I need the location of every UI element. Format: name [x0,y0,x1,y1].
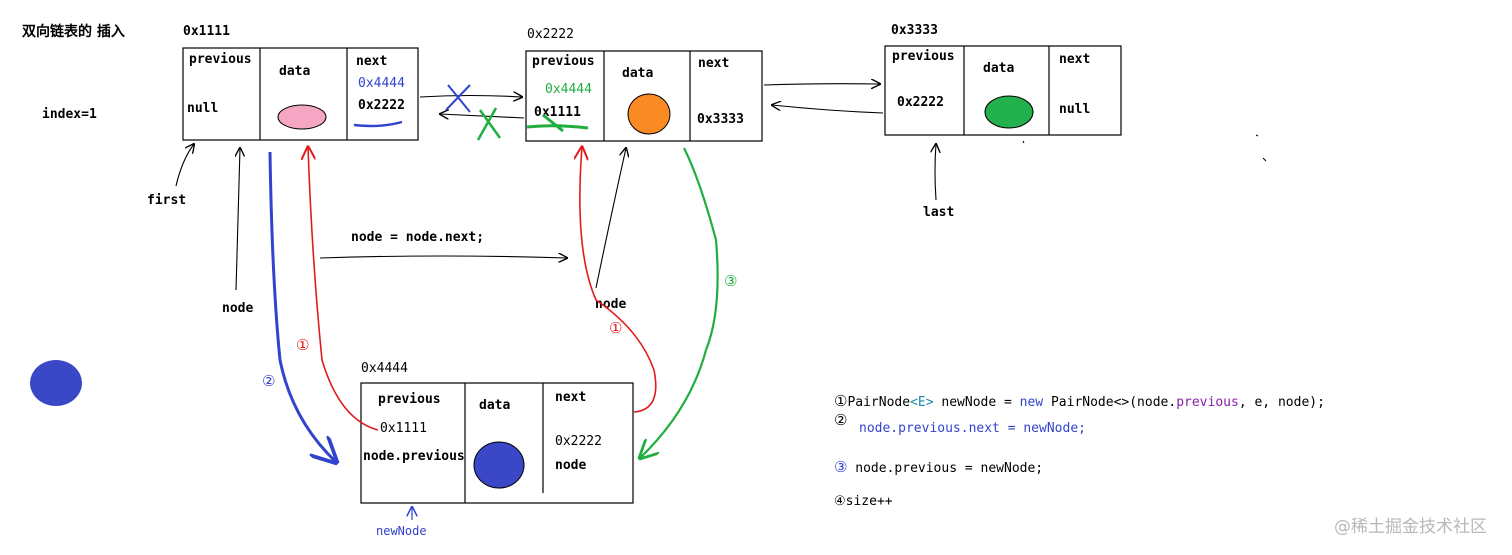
node-pointer-1 [236,148,240,291]
last-pointer [935,144,936,201]
node-pointer-2 [595,148,626,289]
node1-previous-label: previous [189,52,252,67]
node4-data-label: data [479,398,510,413]
node-label-1: node [222,301,253,316]
stray-marks [985,45,1267,162]
watermark: @稀土掘金技术社区 [1334,517,1487,537]
node3-next-label: next [1059,52,1090,67]
arrow-node1-to-node2 [419,96,522,98]
black-links: first node node node = node.next; last n… [147,84,954,538]
code-1-ctor: PairNode<>(node. [1043,395,1176,410]
step1-red-arrows: ① ① [296,147,657,431]
node1-address: 0x1111 [183,24,230,39]
node3-data-ellipse [984,95,1034,129]
node2-previous-strike [526,113,589,133]
node-0x2222: 0x2222 previous 0x4444 0x1111 data next … [525,27,763,142]
node4-next-expr: node [555,458,586,473]
blue-mark-2: ② [262,372,275,390]
node2-next-label: next [698,56,729,71]
node2-next-value: 0x3333 [697,112,744,127]
code-line-3: ③ node.previous = newNode; [834,458,1043,476]
code-1-args: , e, node); [1239,395,1325,410]
node3-previous-label: previous [892,49,955,64]
code-line-1: ①PairNode<E> newNode = new PairNode<>(no… [834,392,1325,410]
node4-previous-label: previous [378,392,441,407]
newnode-label: newNode [376,524,427,538]
code-1-assign: newNode = [934,395,1020,410]
node2-address: 0x2222 [527,27,574,42]
diagram-title: 双向链表的 插入 [22,23,125,40]
code-line-2: node.previous.next = newNode; [859,421,1086,436]
move-arrow [319,256,567,258]
arrow-node2-to-node3 [763,84,880,85]
node2-data-ellipse [627,93,671,135]
node4-address: 0x4444 [361,361,408,376]
move-statement: node = node.next; [351,230,484,245]
free-blue-dot [30,360,82,406]
first-pointer [175,144,194,187]
node1-data-ellipse [277,104,327,130]
last-label: last [923,205,954,220]
step2-blue-arrow: ② [262,151,336,462]
cross-blue [445,84,471,113]
node2-previous-label: previous [532,54,595,69]
blue-arrow [268,151,336,462]
code-1-num: ① [834,392,847,410]
node-label-2: node [595,297,626,312]
node3-data-label: data [983,61,1014,76]
code-1-generic: <E> [910,395,934,410]
node4-data-ellipse [473,441,525,489]
code-block: ①PairNode<E> newNode = new PairNode<>(no… [834,392,1325,509]
node4-next-label: next [555,390,586,405]
green-arrow [640,147,719,458]
node2-data-label: data [622,66,653,81]
node-0x1111: 0x1111 previous null data next 0x4444 0x… [182,24,419,141]
node3-previous-value: 0x2222 [897,95,944,110]
first-label: first [147,193,186,208]
node3-next-value: null [1059,102,1090,117]
index-label: index=1 [42,107,97,122]
code-line-4: ④size++ [834,494,893,509]
arrow-node3-to-node2 [772,105,884,114]
node3-address: 0x3333 [891,23,938,38]
code-1-type: PairNode [847,395,910,410]
red-mark-1b: ① [609,319,622,337]
code-2-num: ② [834,411,847,429]
node4-previous-expr: node.previous [363,449,465,464]
node1-previous-value: null [187,101,218,116]
node2-previous-old: 0x1111 [534,105,581,120]
arrow-node2-to-node1 [440,114,525,118]
red-arrow-next [580,147,657,413]
node1-next-old: 0x2222 [358,98,405,113]
node1-next-new: 0x4444 [358,76,405,91]
node1-next-strike [353,120,403,128]
code-1-field: previous [1176,395,1239,410]
node-0x4444: 0x4444 previous 0x1111 node.previous dat… [360,361,634,504]
node1-data-label: data [279,64,310,79]
node2-previous-new: 0x4444 [545,82,592,97]
node4-previous-value: 0x1111 [380,421,427,436]
step3-green-arrow: ③ [640,147,737,458]
node1-next-label: next [356,54,387,69]
code-1-new: new [1020,395,1044,410]
node4-next-value: 0x2222 [555,434,602,449]
red-mark-1a: ① [296,336,309,354]
code-3-text: node.previous = newNode; [847,461,1043,476]
node-0x3333: 0x3333 previous 0x2222 data next null [884,23,1122,136]
code-3-num: ③ [834,458,847,476]
cross-green [476,107,502,141]
green-mark-3: ③ [724,272,737,290]
red-arrow-prev [308,147,379,431]
